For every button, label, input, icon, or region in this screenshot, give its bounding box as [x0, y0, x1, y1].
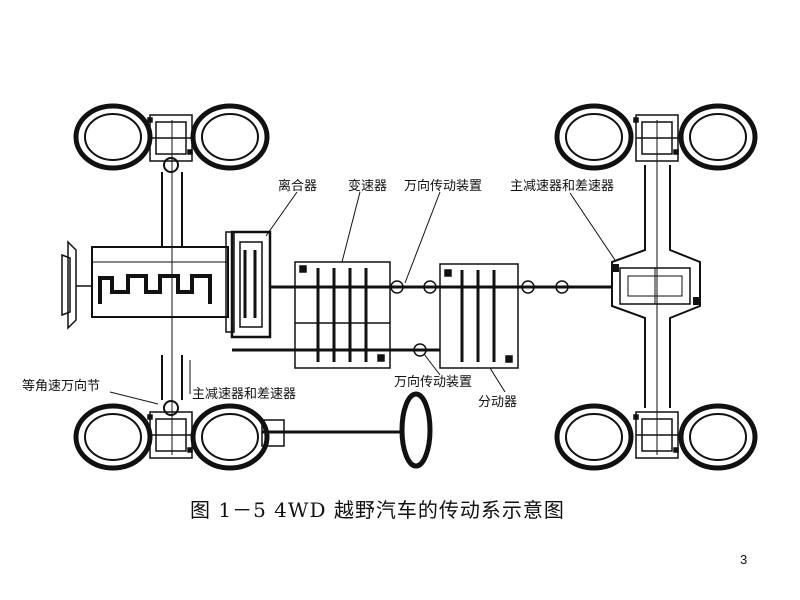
- wheel-front-left-inner: [190, 103, 270, 171]
- label-rear-final-drive: 主减速器和差速器: [510, 179, 615, 194]
- steering-wheel-icon: [261, 391, 433, 469]
- figure-caption: 图 1－5 4WD 越野汽车的传动系示意图: [190, 498, 565, 522]
- front-axle-housing: [161, 120, 183, 455]
- hub-top-right: [633, 114, 679, 162]
- label-gearbox: 变速器: [348, 179, 388, 194]
- page-number: 3: [740, 552, 748, 567]
- wheel-rear-left-inner: [190, 403, 270, 471]
- wheel-rear-right-outer: [554, 403, 634, 471]
- hub-bottom-left: [147, 400, 193, 459]
- rear-axle-housing: [611, 120, 701, 455]
- hub-top-left: [147, 114, 193, 173]
- transfer-case-housing: [439, 263, 519, 369]
- wheel-front-right-inner: [678, 103, 758, 171]
- wheel-rear-right-inner: [678, 403, 758, 471]
- label-clutch: 离合器: [278, 179, 318, 194]
- wheel-front-right-outer: [554, 103, 634, 171]
- universal-joint-icon: [390, 280, 569, 357]
- radiator-fan: [61, 240, 92, 330]
- wheel-rear-left-outer: [73, 403, 153, 471]
- label-driveshaft-bottom: 万向传动装置: [394, 375, 473, 390]
- wheel-front-left-outer: [73, 103, 153, 171]
- leader-lines: [109, 191, 616, 405]
- engine-block: [91, 231, 235, 333]
- gearbox-housing: [294, 261, 391, 369]
- label-driveshaft-top: 万向传动装置: [404, 179, 483, 194]
- label-transfer-case: 分动器: [478, 395, 518, 410]
- label-cv-joint: 等角速万向节: [22, 379, 101, 394]
- hub-bottom-right: [633, 411, 679, 459]
- clutch-assembly: [230, 230, 272, 339]
- label-front-final-drive: 主减速器和差速器: [192, 387, 297, 402]
